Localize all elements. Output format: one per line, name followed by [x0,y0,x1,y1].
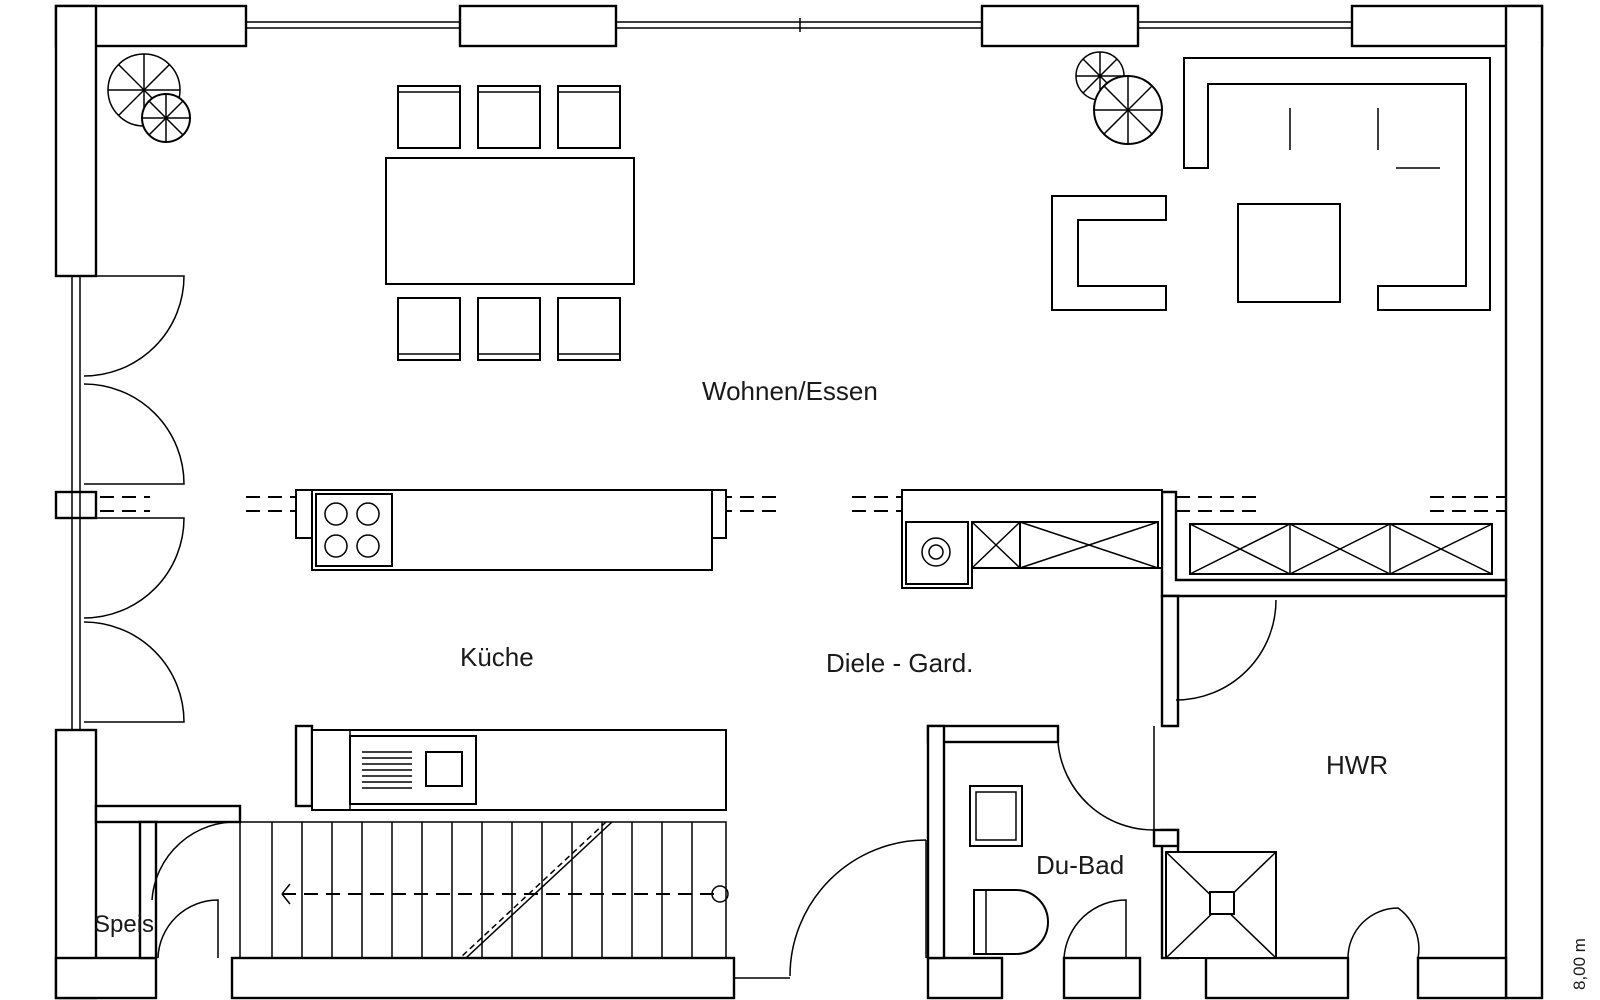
doors [83,275,1420,977]
plant-icon [1075,51,1163,145]
room-labels: Wohnen/Essen Küche Diele - Gard. HWR Du-… [94,376,1388,938]
interior-walls [94,490,1508,960]
kitchen-island [295,489,727,571]
dining-set [385,85,635,361]
room-label-kueche: Küche [460,642,534,672]
room-label-wohnen-essen: Wohnen/Essen [702,376,878,406]
wardrobe-units [901,489,1493,589]
room-label-speis: Speis [94,911,154,938]
stairs [239,821,729,959]
dimension-label: 8,00 m [1570,938,1589,990]
room-label-diele: Diele - Gard. [826,648,973,678]
room-label-hwr: HWR [1326,750,1388,780]
room-label-du-bad: Du-Bad [1036,850,1124,880]
kitchen-counter [311,729,727,811]
living-furniture [1051,57,1491,311]
outer-walls [54,4,1544,1000]
bathroom-fixtures [969,785,1277,959]
plant-icon [107,53,191,143]
